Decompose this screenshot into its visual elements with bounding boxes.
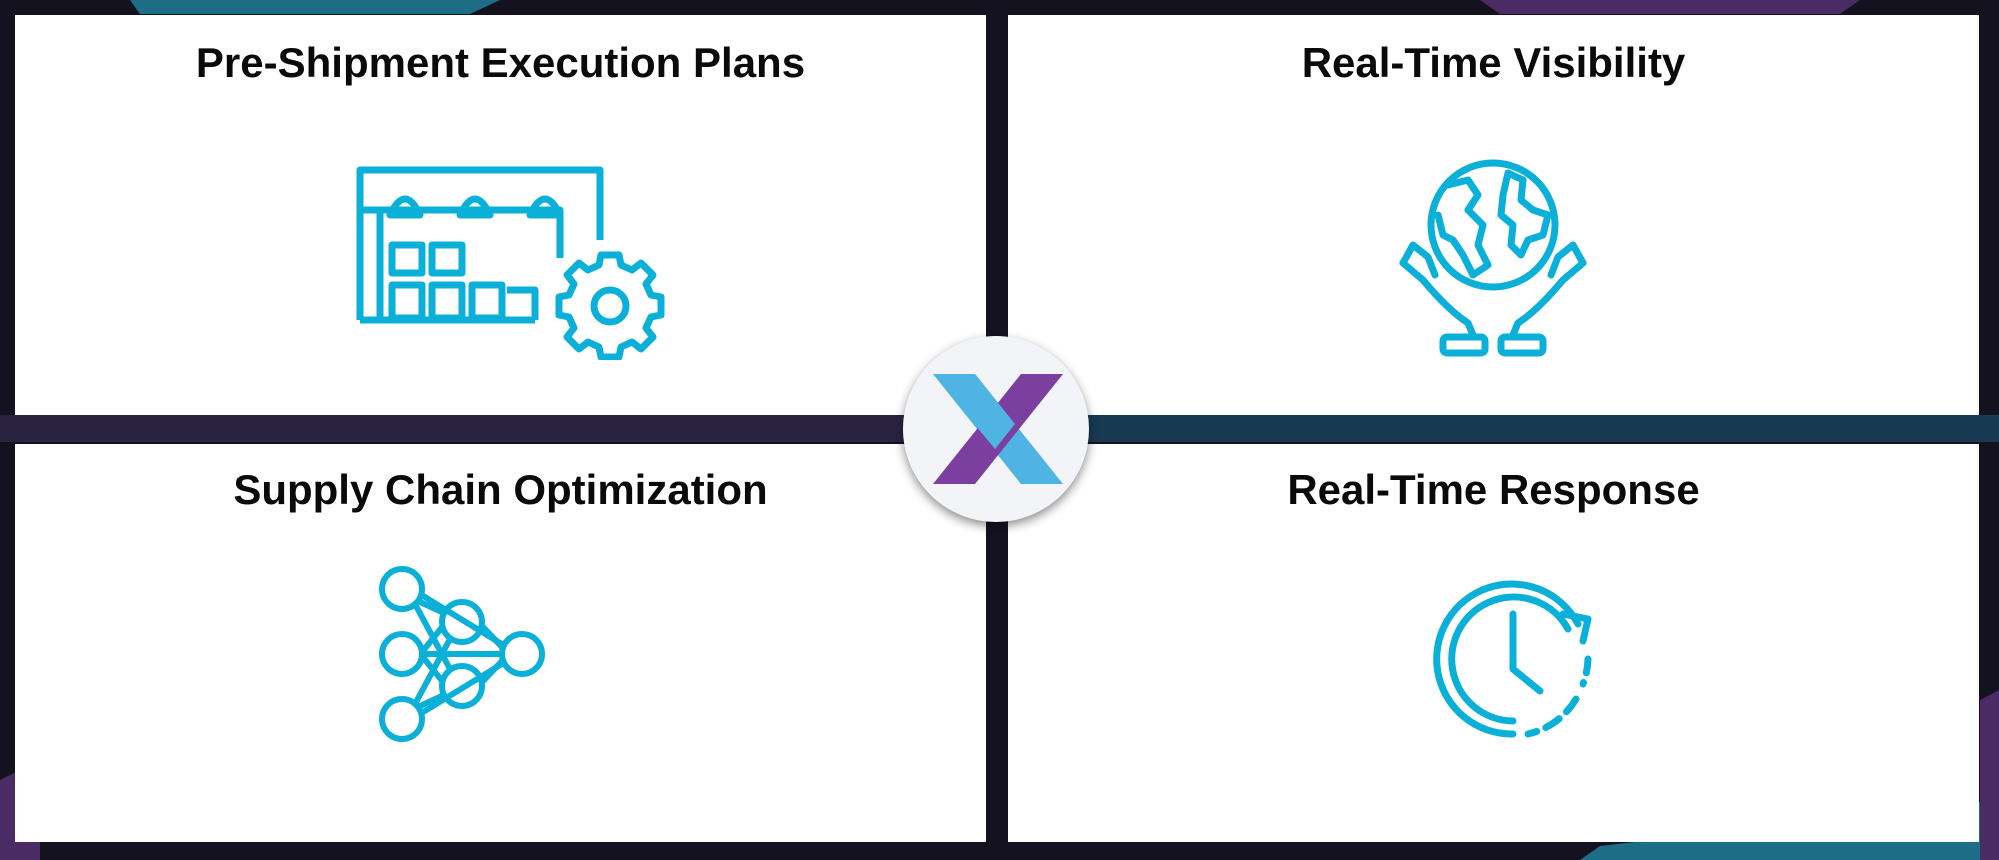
panel-title: Real-Time Response — [1287, 466, 1700, 513]
x-logo-icon — [933, 374, 1063, 484]
globe-hands-icon — [1399, 159, 1587, 357]
warehouse-gear-icon — [356, 166, 665, 360]
network-nodes-icon — [379, 566, 545, 742]
panel-real-time-visibility: Real-Time Visibility — [1008, 15, 1979, 415]
panel-title: Pre-Shipment Execution Plans — [195, 39, 806, 86]
panel-title: Supply Chain Optimization — [233, 466, 768, 513]
clock-refresh-icon — [1433, 580, 1592, 738]
panel-real-time-response: Real-Time Response — [1008, 444, 1979, 842]
center-logo-badge — [903, 336, 1089, 522]
panel-pre-shipment-execution-plans: Pre-Shipment Execution Plans — [15, 15, 986, 415]
panel-supply-chain-optimization: Supply Chain Optimization — [15, 444, 986, 842]
panel-title: Real-Time Visibility — [1301, 39, 1686, 86]
